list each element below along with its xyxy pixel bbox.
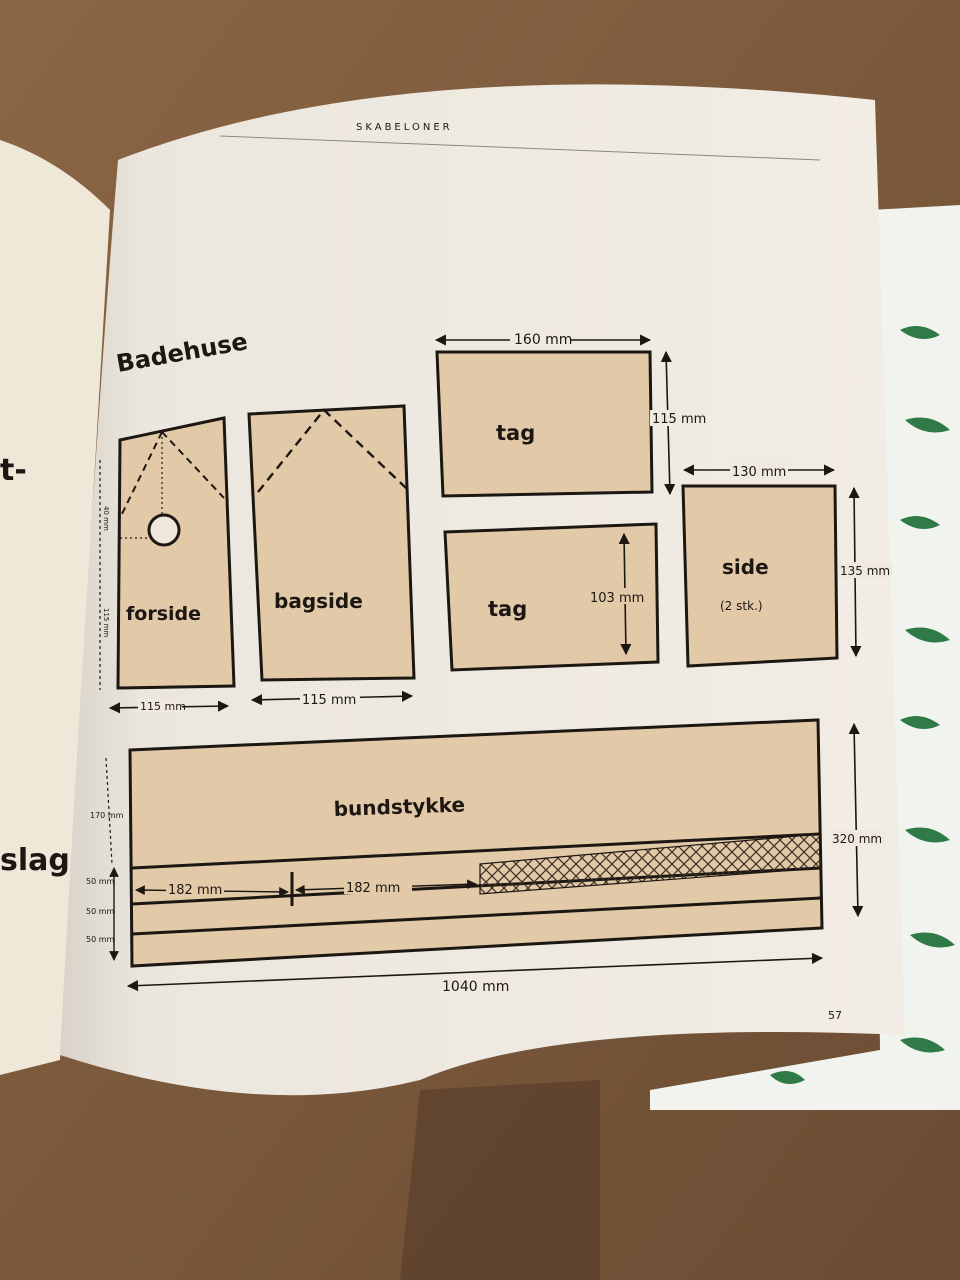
dim-segment-1: 182 mm: [168, 883, 222, 898]
pine-branch-icon: [770, 326, 955, 1084]
dim-tag-bottom-height: 103 mm: [590, 591, 644, 606]
dim-strip-3: 50 mm: [86, 935, 115, 944]
dim-forside-height-2: 115 mm: [102, 608, 110, 637]
dim-bundstykke-length: 1040 mm: [442, 979, 509, 995]
label-side-note: (2 stk.): [720, 599, 763, 613]
dim-forside-width: 115 mm: [140, 700, 186, 713]
panel-tag-top: tag 160 mm 115 mm: [434, 330, 706, 498]
dim-forside-height-1: 40 mm: [102, 506, 110, 531]
dim-bagside-width: 115 mm: [302, 693, 356, 708]
shadow-foot: [400, 1080, 600, 1280]
panel-bagside: bagside 115 mm: [247, 404, 416, 708]
panel-side: side (2 stk.) 130 mm 135 mm: [681, 462, 892, 668]
dim-tag-height: 115 mm: [652, 412, 706, 427]
label-bagside: bagside: [274, 589, 363, 613]
panel-forside: forside 40 mm 115 mm 115 mm: [99, 416, 236, 714]
label-forside: forside: [126, 603, 201, 625]
dim-bundstykke-height: 320 mm: [832, 832, 882, 846]
dim-strip-2: 50 mm: [86, 907, 115, 916]
hatched-waste-area: [479, 833, 822, 895]
panel-tag-bottom: tag 103 mm: [443, 522, 660, 672]
panel-bundstykke: 182 mm 182 mm bundstykke 170 mm 50 mm 50…: [86, 718, 886, 995]
left-page-fragment-top: t-: [0, 453, 27, 488]
entrance-hole: [147, 513, 181, 547]
label-tag-top: tag: [496, 421, 535, 445]
header-rule: [219, 135, 821, 161]
dim-tag-width: 160 mm: [514, 332, 572, 348]
dim-segment-2: 182 mm: [346, 881, 400, 896]
dim-bundstykke-main: 170 mm: [90, 811, 124, 820]
dim-side-width: 130 mm: [732, 465, 786, 480]
label-tag-bottom: tag: [488, 597, 527, 621]
running-title: SKABELONER: [356, 122, 453, 133]
label-side: side: [722, 555, 769, 579]
left-page: [0, 140, 110, 1075]
label-bundstykke: bundstykke: [333, 792, 465, 821]
dim-strip-1: 50 mm: [86, 877, 115, 886]
dim-side-height: 135 mm: [840, 564, 890, 578]
left-page-fragment-bottom: slag: [0, 843, 70, 878]
page-number: 57: [828, 1009, 842, 1022]
